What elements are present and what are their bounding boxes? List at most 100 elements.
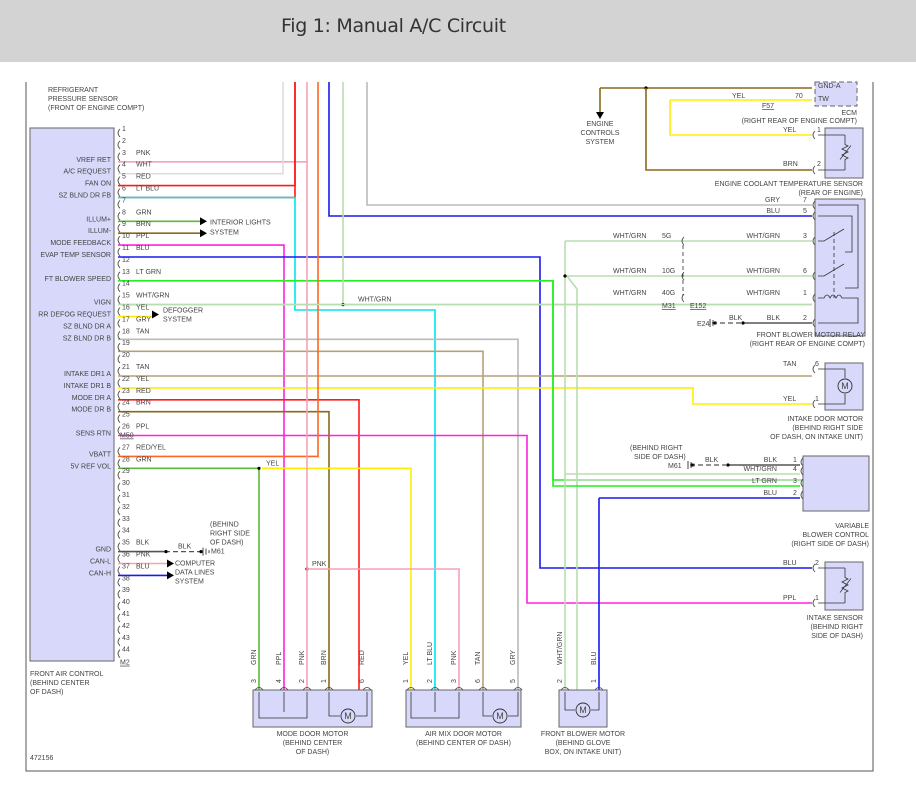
ground-location: (BEHIND RIGHT: [630, 445, 683, 452]
connector-icon: [681, 293, 685, 303]
connector-icon: [117, 200, 121, 209]
pin-number: 13: [122, 269, 130, 276]
component-name: FRONT BLOWER MOTOR: [541, 731, 625, 738]
wire-yel: [118, 387, 812, 405]
pin-number: 28: [122, 456, 130, 463]
wire-color-label: WHT/GRN: [613, 233, 646, 240]
motor-lead: [410, 692, 519, 719]
pin-number: 6: [359, 679, 366, 683]
connector-icon: [800, 457, 804, 467]
wire-red: [118, 399, 360, 690]
connector-icon: [117, 152, 121, 162]
splice-dot: [257, 466, 261, 470]
splice-dot: [726, 463, 730, 467]
wire-whtgrn: [564, 241, 812, 481]
intake-sensor: [824, 561, 864, 611]
wire-red: [118, 82, 296, 187]
connector-icon: [117, 506, 121, 516]
connector-icon: [406, 687, 416, 691]
wire-color-label: LT GRN: [752, 478, 777, 485]
motor-label: M: [344, 711, 352, 721]
connector-icon: [812, 165, 816, 175]
connector-icon: [117, 283, 121, 292]
connector-icon: [117, 223, 121, 233]
pin-label: INTAKE DR1 A: [64, 371, 111, 378]
wire-ppl: [118, 434, 812, 604]
wire-yel: [262, 467, 412, 690]
wire-color-label: BLU: [136, 563, 150, 570]
pin-label: SZ BLND DR B: [63, 335, 112, 342]
connector-icon: [117, 366, 121, 376]
connector-icon: [117, 589, 121, 599]
wires: [118, 82, 812, 690]
wire-color-label: YEL: [783, 127, 796, 134]
pin-number: 33: [122, 516, 130, 523]
thermistor-arrow: [839, 145, 852, 160]
pin-number: 16: [122, 305, 130, 312]
connector-icon: [594, 687, 604, 691]
pin-number: 6: [122, 186, 126, 193]
pin-number: 3: [803, 233, 807, 240]
pin-number: 40G: [662, 290, 675, 297]
thermistor-icon: [841, 135, 849, 170]
wire-color-label: WHT/GRN: [747, 233, 780, 240]
motor-icon: [575, 702, 591, 718]
pin-number: 1: [403, 679, 410, 683]
pin-number: 11: [122, 245, 129, 252]
pin-label: FAN ON: [85, 181, 111, 188]
wire-color-label: TAN: [783, 361, 796, 368]
component-name: FRONT BLOWER MOTOR RELAY: [756, 332, 865, 339]
ground-icon: [202, 547, 210, 556]
figure-header: Fig 1: Manual A/C Circuit: [0, 0, 916, 62]
wire-color-label: WHT/GRN: [613, 268, 646, 275]
wire-color-label: WHT/GRN: [747, 268, 780, 275]
wire-color-label: PPL: [136, 424, 149, 431]
wire-color-label: WHT/GRN: [358, 297, 391, 304]
ect-sensor: [824, 127, 864, 179]
pin-number: 2: [803, 315, 807, 322]
component-location: OF DASH): [296, 749, 329, 756]
wire-color-label: BLK: [767, 315, 781, 322]
connector-icon: [800, 478, 804, 488]
pin-number: 1: [815, 396, 819, 403]
wire-color-label: GRN: [251, 649, 258, 665]
refrigerant-sensor-label: REFRIGERANT: [48, 87, 99, 94]
wire-color-label: RED: [136, 174, 151, 181]
wire-color-label: LT GRN: [136, 269, 161, 276]
connector-icon: [812, 211, 816, 221]
wire-ltgrn: [118, 280, 812, 481]
defogger-label: SYSTEM: [163, 317, 192, 324]
arrow-icon: [200, 217, 207, 226]
connector-ref: M31: [662, 303, 676, 310]
computer-data-label: COMPUTER: [175, 561, 215, 568]
pin-number: 43: [122, 635, 130, 642]
thermistor-arrow: [839, 578, 852, 593]
ground-location: SIDE OF DASH): [634, 454, 686, 461]
wire-color-label: BRN: [136, 400, 151, 407]
connector-icon: [362, 687, 372, 691]
ground-ref: E24: [697, 321, 710, 328]
pin-label: ILLUM+: [86, 216, 111, 223]
pin-label: VIGN: [94, 300, 111, 307]
pin-number: 4: [276, 679, 283, 683]
component-name: FRONT AIR CONTROL: [30, 671, 103, 678]
pin-number: 4: [793, 466, 797, 473]
engine-controls-label: CONTROLS: [581, 130, 620, 137]
wire-color-label: BLK: [764, 457, 778, 464]
wire-color-label: PNK: [136, 150, 151, 157]
wire-ppl: [118, 244, 285, 690]
pin-number: 25: [122, 412, 130, 419]
wire-color-label: GRN: [136, 456, 152, 463]
pin-label: FT BLOWER SPEED: [45, 276, 111, 283]
pin-number: 27: [122, 444, 130, 451]
wire-color-label: RED: [136, 388, 151, 395]
wire-color-label: WHT/GRN: [613, 290, 646, 297]
connector-icon: [812, 271, 816, 281]
pin-number: 2: [815, 560, 819, 567]
pin-label: GND: [95, 547, 111, 554]
connector-icon: [812, 318, 816, 328]
pin-number: 23: [122, 388, 130, 395]
component-location: SIDE OF DASH): [811, 633, 863, 640]
wire-color-label: YEL: [266, 460, 279, 467]
